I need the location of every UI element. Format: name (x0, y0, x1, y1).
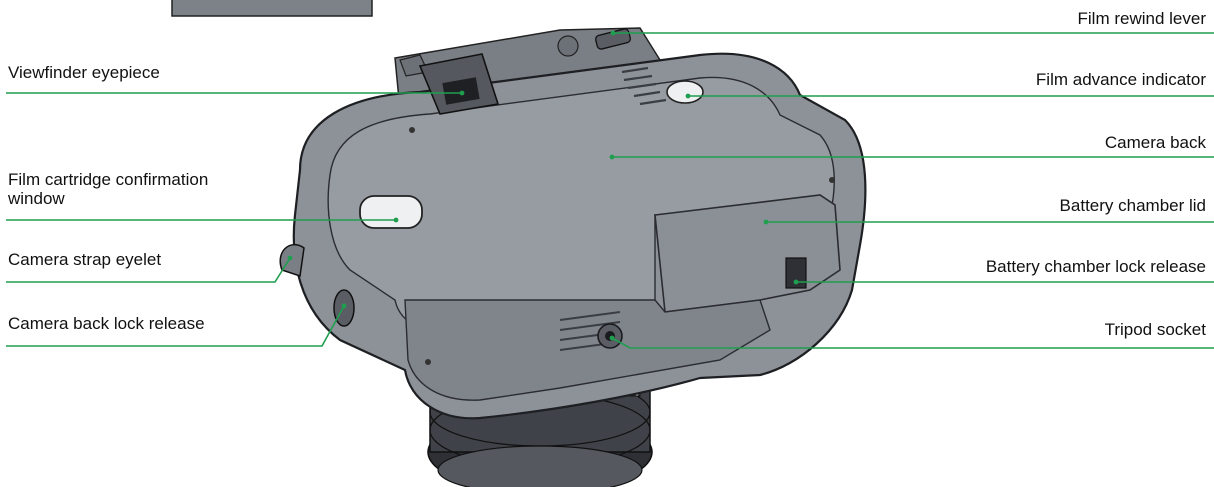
leader-film-rewind-lever-endpoint (610, 30, 616, 36)
leader-battery-chamber-lid-endpoint (763, 219, 769, 225)
inset-frame-fragment (171, 0, 373, 17)
leader-camera-strap-eyelet (6, 257, 291, 283)
label-viewfinder-eyepiece: Viewfinder eyepiece (8, 63, 160, 82)
leader-camera-back-endpoint (609, 154, 615, 160)
leader-lines (6, 30, 1214, 349)
label-film-advance-indicator: Film advance indicator (1035, 70, 1206, 89)
leader-camera-strap-eyelet-endpoint (287, 255, 293, 261)
leader-battery-chamber-lock-release-endpoint (793, 279, 799, 285)
label-camera-back-lock-release: Camera back lock release (8, 314, 205, 333)
leader-film-cartridge-window-endpoint (393, 217, 399, 223)
camera-body (279, 28, 867, 420)
label-camera-back: Camera back (1104, 133, 1206, 152)
label-film-cartridge-window: Film cartridge confirmation window (8, 170, 209, 208)
leader-tripod-socket (611, 337, 1214, 349)
label-battery-chamber-lid: Battery chamber lid (1059, 196, 1206, 215)
leader-tripod-socket-endpoint (609, 335, 615, 341)
leader-camera-back-lock-release (6, 305, 345, 347)
label-film-rewind-lever: Film rewind lever (1077, 9, 1206, 28)
label-tripod-socket: Tripod socket (1104, 320, 1206, 339)
leader-film-advance-indicator-endpoint (685, 93, 691, 99)
label-camera-strap-eyelet: Camera strap eyelet (8, 250, 162, 269)
label-battery-chamber-lock-release: Battery chamber lock release (985, 257, 1206, 276)
leader-viewfinder-eyepiece-endpoint (459, 90, 465, 96)
leader-camera-back-lock-release-endpoint (341, 303, 347, 309)
